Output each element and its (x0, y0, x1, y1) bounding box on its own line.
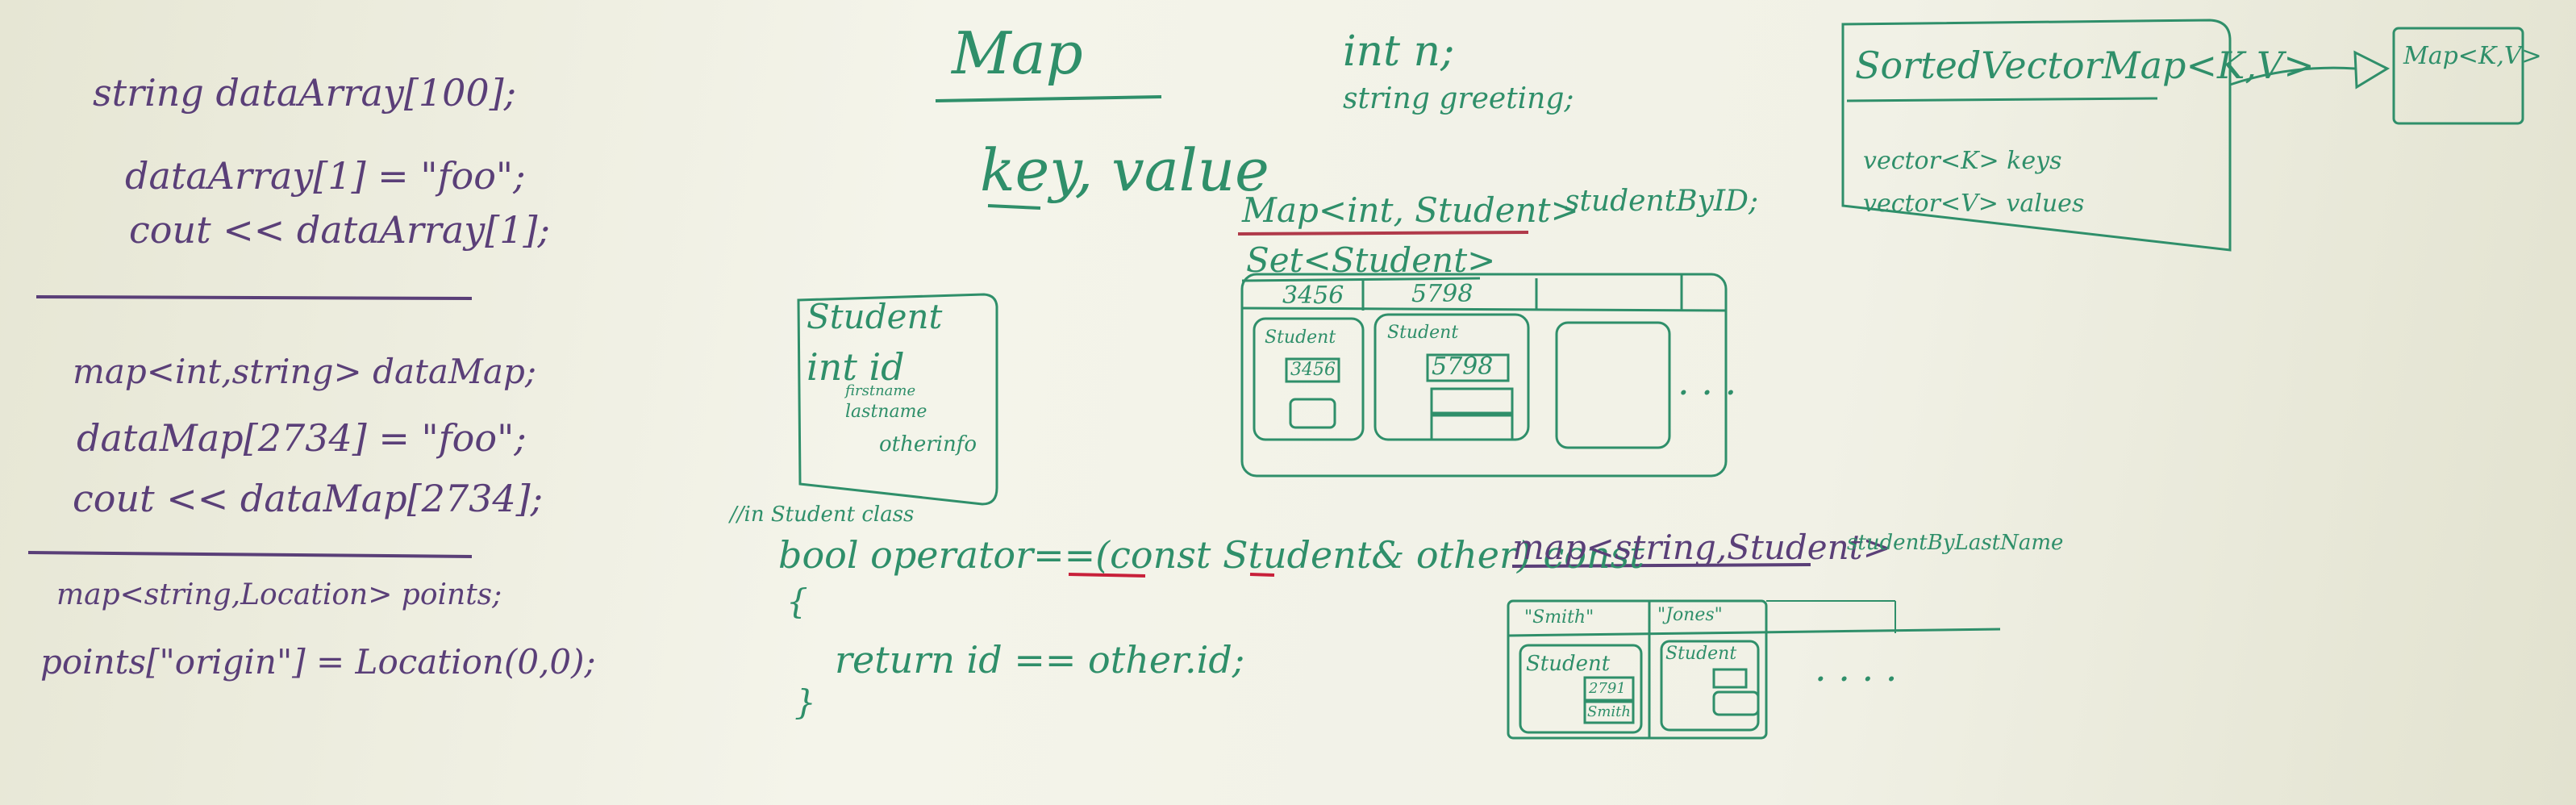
cell2-label: Student (1387, 323, 1459, 343)
map-kv-box (2392, 27, 2524, 125)
left-line8: points["origin"] = Location(0,0); (40, 642, 596, 682)
map-string-student: map<string,Student> (1512, 528, 1891, 567)
cell1-label: Student (1265, 327, 1336, 348)
map-cell (1253, 317, 1365, 441)
int-n: int n; (1343, 27, 1455, 76)
left-line5: dataMap[2734] = "foo"; (77, 416, 527, 460)
left-line6: cout << dataMap[2734]; (73, 477, 544, 520)
map2-key1: "Smith" (1524, 607, 1594, 628)
map-string-underline (1511, 563, 1811, 568)
code-comment: //in Student class (730, 503, 915, 527)
inheritance-arrow (2229, 66, 2356, 86)
map2-cell1-name: Smith (1587, 703, 1631, 720)
grid-key2: 5798 (1411, 280, 1473, 308)
page-title: Map (952, 19, 1083, 87)
map2-key2: "Jones" (1657, 605, 1723, 625)
key-underline (987, 204, 1041, 210)
key-value: key, value (980, 136, 1269, 204)
class-field-id: int id (807, 345, 905, 389)
map-grid (1240, 273, 1728, 478)
divider-line (35, 295, 473, 300)
map2-cell1-label: Student (1526, 652, 1611, 676)
left-line7: map<string,Location> points; (56, 578, 502, 611)
class-field-lastname: lastname (845, 402, 927, 422)
amp-underline (1249, 573, 1275, 577)
svm-field-keys: vector<K> keys (1863, 147, 2062, 175)
map-decl-underline (1237, 231, 1529, 236)
brace-close: } (794, 682, 816, 722)
sorted-vector-map-title: SortedVectorMap<K,V> (1855, 44, 2315, 87)
map2-cell (1519, 644, 1643, 734)
cell1-id: 3456 (1290, 360, 1336, 380)
cell2-id: 5798 (1432, 352, 1494, 381)
student-class-box (797, 293, 998, 506)
left-line4: map<int,string> dataMap; (73, 352, 536, 391)
const-underline (1068, 573, 1146, 578)
svm-field-values: vector<V> values (1863, 190, 2085, 218)
grid-key1: 3456 (1282, 282, 1344, 310)
brace-open: { (786, 582, 808, 621)
map2-ellipsis: . . . . (1815, 646, 1898, 690)
grid-ellipsis: . . . (1678, 360, 1737, 403)
left-line2: dataArray[1] = "foo"; (125, 154, 526, 198)
set-student: Set<Student> (1246, 240, 1496, 280)
left-line1: string dataArray[100]; (93, 71, 517, 115)
map2-grid (1507, 599, 1768, 740)
return-line: return id == other.id; (835, 638, 1245, 682)
student-by-last-name: studentByLastName (1847, 531, 2064, 555)
map-kv-title: Map<K,V> (2403, 42, 2542, 70)
left-line3: cout << dataArray[1]; (129, 208, 550, 252)
set-decl-underline (1241, 277, 1481, 282)
student-by-id: studentByID; (1565, 185, 1759, 218)
map-int-student: Map<int, Student> (1242, 190, 1579, 230)
class-field-otherinfo: otherinfo (879, 432, 977, 457)
operator-line: bool operator==(const Student& other) co… (778, 533, 1644, 577)
title-underline (935, 95, 1162, 102)
class-title: Student (807, 297, 943, 336)
map2-cell2-label: Student (1665, 644, 1737, 664)
map2-cell (1660, 640, 1760, 732)
sorted-vector-map-box (1841, 19, 2232, 252)
string-greeting: string greeting; (1343, 82, 1574, 115)
class-field-firstname: firstname (845, 382, 916, 399)
map2-cell1-id: 2791 (1589, 680, 1626, 697)
map-cell (1555, 321, 1671, 449)
divider-line (27, 551, 473, 558)
